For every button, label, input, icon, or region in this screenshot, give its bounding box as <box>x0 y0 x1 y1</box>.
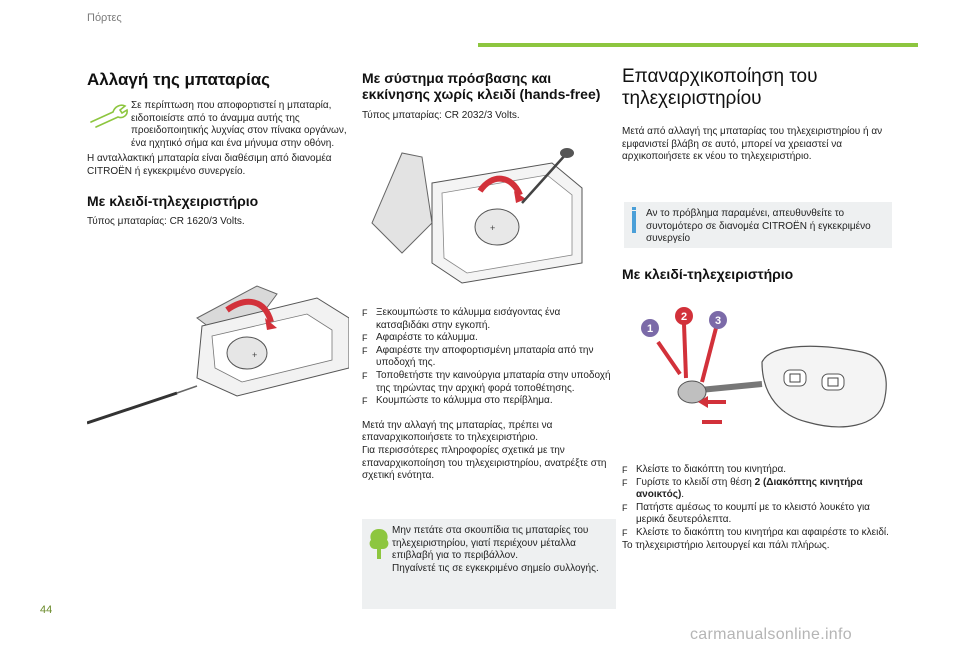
environment-collection-text: Πηγαίνετέ τις σε εγκεκριμένο σημείο συλλ… <box>392 562 599 574</box>
callout-3 <box>709 311 727 329</box>
environment-text: Μην πετάτε στα σκουπίδια τις μπαταρίες τ… <box>392 525 589 562</box>
page-number: 44 <box>40 604 53 616</box>
column-reinitialisation: Επαναρχικοποίηση του τηλεχειριστηρίου Με… <box>622 66 892 164</box>
hands-free-title: Με σύστημα πρόσβασης και εκκίνησης χωρίς… <box>362 70 601 102</box>
remote-key-subtitle: Με κλειδί-τηλεχειριστήριο <box>87 192 259 209</box>
callout-2 <box>675 307 693 325</box>
info-icon <box>632 211 636 233</box>
svg-text:2: 2 <box>681 311 687 323</box>
reinit-closing: Το τηλεχειριστήριο λειτουργεί και πάλι π… <box>622 539 830 551</box>
key-battery-illustration: + <box>87 285 349 425</box>
warning-note: Σε περίπτωση που αποφορτιστεί η μπαταρία… <box>87 100 349 150</box>
reinit-remote-subtitle: Με κλειδί-τηλεχειριστήριο <box>622 266 794 282</box>
svg-text:1: 1 <box>647 323 653 335</box>
reinit-note: Μετά την αλλαγή της μπαταρίας, πρέπει να… <box>362 419 553 444</box>
callout-1 <box>641 319 659 337</box>
environment-notice: Μην πετάτε στα σκουπίδια τις μπαταρίες τ… <box>362 519 616 609</box>
tree-environment-icon <box>369 529 389 559</box>
column-battery-change: Αλλαγή της μπαταρίας Σε περίπτωση που απ… <box>87 70 349 228</box>
svg-text:+: + <box>252 350 257 360</box>
svg-text:+: + <box>490 223 495 233</box>
section-header: Πόρτες <box>87 12 122 24</box>
info-notice: Αν το πρόβλημα παραμένει, απευθυνθείτε τ… <box>624 202 892 248</box>
battery-type-text: Τύπος μπαταρίας: CR 1620/3 Volts. <box>87 215 245 227</box>
reinit-reference: Για περισσότερες πληροφορίες σχετικά με … <box>362 444 607 482</box>
warning-text: Σε περίπτωση που αποφορτιστεί η μπαταρία… <box>131 100 347 149</box>
wrench-warning-icon <box>90 104 128 128</box>
watermark: carmanualsonline.info <box>690 626 852 643</box>
info-text: Αν το πρόβλημα παραμένει, απευθυνθείτε τ… <box>646 208 871 245</box>
reinit-title: Επαναρχικοποίηση του τηλεχειριστηρίου <box>622 66 818 109</box>
hands-free-key-illustration: + <box>371 148 583 284</box>
svg-text:3: 3 <box>715 315 721 327</box>
header-accent-rule <box>478 43 918 47</box>
hands-free-battery-type: Τύπος μπαταρίας: CR 2032/3 Volts. <box>362 110 520 121</box>
battery-availability-text: Η ανταλλακτική μπαταρία είναι διαθέσιμη … <box>87 153 332 177</box>
battery-change-title: Αλλαγή της μπαταρίας <box>87 70 271 89</box>
reinit-body: Μετά από αλλαγή της μπαταρίας του τηλεχε… <box>622 126 883 163</box>
column-hands-free: Με σύστημα πρόσβασης και εκκίνησης χωρίς… <box>362 70 616 123</box>
key-reinit-illustration: 1 2 3 <box>641 307 887 428</box>
